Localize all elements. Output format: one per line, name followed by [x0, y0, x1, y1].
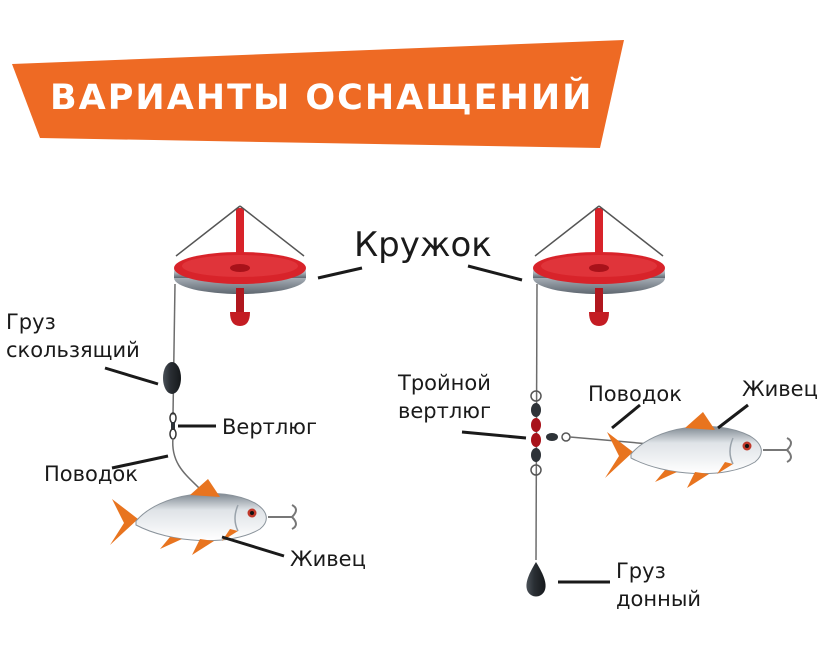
- triple-swivel-label-1: Тройной: [398, 371, 491, 395]
- triple-swivel-label-2: вертлюг: [398, 399, 491, 423]
- leader-label-left: Поводок: [44, 462, 138, 486]
- bottom-sinker-label-1: Груз: [616, 559, 666, 583]
- sliding-sinker-label-2: скользящий: [6, 338, 140, 362]
- sliding-sinker-icon: [163, 362, 181, 394]
- pointer-triple-swivel: [461, 430, 527, 440]
- pointer-sliding-sinker: [104, 366, 159, 386]
- bait-label-left: Живец: [290, 547, 366, 571]
- left-main-line: [172, 283, 176, 416]
- bottom-sinker-icon: [526, 562, 546, 597]
- bottom-sinker-label-2: донный: [616, 587, 702, 611]
- pointer-float-right: [467, 264, 523, 282]
- bait-fish-icon-right: [604, 411, 792, 489]
- bait-fish-icon: [109, 478, 297, 556]
- swivel-label: Вертлюг: [222, 415, 318, 439]
- sliding-sinker-label-1: Груз: [6, 310, 56, 334]
- pointer-float-left: [317, 266, 363, 280]
- leader-label-right: Поводок: [588, 382, 682, 406]
- bait-label-right: Живец: [742, 377, 818, 401]
- float-icon: [173, 205, 307, 327]
- float-label: Кружок: [354, 225, 492, 265]
- pointer-bait-right: [717, 403, 749, 430]
- pointer-leader-left: [111, 454, 169, 470]
- pointer-leader-right: [611, 403, 641, 430]
- page-title: ВАРИАНТЫ ОСНАЩЕНИЙ: [50, 78, 594, 118]
- float-icon-right: [532, 205, 666, 327]
- swivel-icon: [169, 412, 177, 440]
- title-banner: [12, 40, 624, 148]
- pointer-bait-left: [221, 535, 285, 558]
- triple-swivel-icon: [530, 390, 571, 476]
